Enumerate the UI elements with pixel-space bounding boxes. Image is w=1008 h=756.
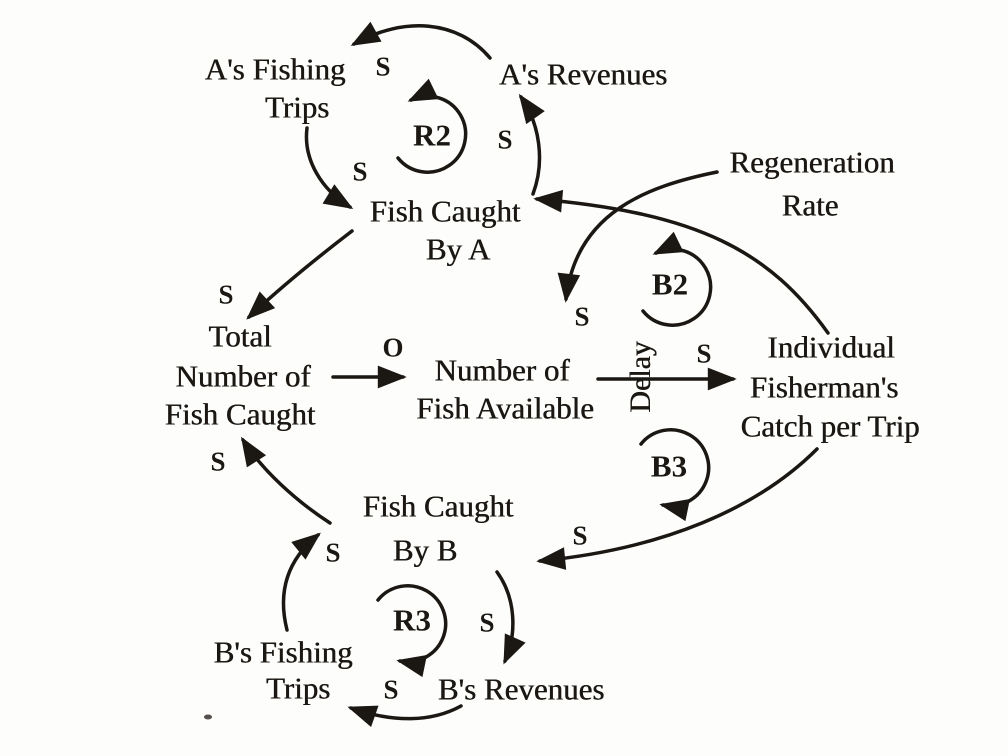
polarity-total-to-number-of-fish-available: O <box>382 332 404 363</box>
loop-arrow-r2 <box>396 78 468 174</box>
node-number-of-fish-available-line1: Number of <box>434 352 570 388</box>
node-regeneration-rate-line2: Rate <box>781 187 839 223</box>
loop-label-b3: B3 <box>650 448 688 484</box>
arrow-fish-caught-by-a-to-a-revenues <box>518 93 545 196</box>
polarity-fish-caught-by-a-to-total: S <box>218 279 234 310</box>
loop-label-b2: B2 <box>651 266 689 302</box>
node-individual-fishermans-catch-per-trip-line3: Catch per Trip <box>740 408 920 444</box>
polarity-fish-caught-by-b-to-b-revenues: S <box>479 607 495 638</box>
loop-label-r2: R2 <box>413 117 451 153</box>
polarity-a-fishing-trips-to-fish-caught-by-a: S <box>352 156 368 187</box>
arrow-fish-caught-by-a-to-total-number-of-fish-caught <box>246 229 354 320</box>
node-individual-fishermans-catch-per-trip-line2: Fisherman's <box>749 369 899 405</box>
polarity-regeneration-rate-to-number-of-fish-available: S <box>574 301 590 332</box>
node-fish-caught-by-a-line2: By A <box>425 231 491 267</box>
node-a-revenues: A's Revenues <box>498 56 668 92</box>
node-a-fishing-trips-line2: Trips <box>264 89 330 125</box>
arrow-b-fishing-trips-to-fish-caught-by-b <box>281 532 321 632</box>
node-individual-fishermans-catch-per-trip-line1: Individual <box>767 329 895 365</box>
arrow-fish-caught-by-b-to-total-number-of-fish-caught <box>240 436 332 525</box>
node-fish-caught-by-b-line1: Fish Caught <box>362 488 514 524</box>
node-b-fishing-trips-line2: Trips <box>265 670 331 706</box>
polarity-fish-caught-by-a-to-a-revenues: S <box>497 124 513 155</box>
node-total-number-of-fish-caught-line1: Total <box>208 318 272 354</box>
polarity-number-of-fish-available-to-catch-per-trip: S <box>696 338 712 369</box>
arrow-fish-caught-by-b-to-b-revenues <box>495 570 526 665</box>
arrow-individual-fishermans-catch-per-trip-to-fish-caught-by-a <box>533 189 830 335</box>
node-b-fishing-trips-line1: B's Fishing <box>213 634 353 670</box>
node-a-fishing-trips-line1: A's Fishing <box>204 51 346 87</box>
arrow-b-revenues-to-b-fishing-trips <box>347 704 463 728</box>
polarity-fish-caught-by-b-to-total: S <box>210 446 226 477</box>
node-fish-caught-by-b-line2: By B <box>392 532 458 568</box>
arrow-a-fishing-trips-to-fish-caught-by-a <box>304 126 354 209</box>
polarity-b-fishing-trips-to-fish-caught-by-b: S <box>325 537 341 568</box>
node-total-number-of-fish-caught-line2: Number of <box>175 358 311 394</box>
polarity-b-revenues-to-b-fishing-trips: S <box>383 674 399 705</box>
arrow-individual-fishermans-catch-per-trip-to-fish-caught-by-b <box>536 447 819 570</box>
loop-arrow-b2 <box>641 231 713 327</box>
arrow-a-revenues-to-a-fishing-trips <box>350 21 492 60</box>
node-regeneration-rate-line1: Regeneration <box>729 144 895 180</box>
delay-label: Delay <box>624 341 657 413</box>
loop-label-r3: R3 <box>393 602 431 638</box>
node-total-number-of-fish-caught-line3: Fish Caught <box>164 396 316 432</box>
scan-speck <box>204 714 212 720</box>
node-fish-caught-by-a-line1: Fish Caught <box>369 193 521 229</box>
arrow-regeneration-rate-to-number-of-fish-available <box>557 170 719 303</box>
node-b-revenues: B's Revenues <box>437 671 605 707</box>
loop-arrow-r3 <box>376 584 448 678</box>
node-number-of-fish-available-line2: Fish Available <box>416 390 594 426</box>
loop-arrow-b3 <box>639 428 711 522</box>
polarity-catch-per-trip-to-fish-caught-by-b: S <box>572 520 588 551</box>
polarity-a-revenues-to-a-fishing-trips: S <box>375 51 391 82</box>
